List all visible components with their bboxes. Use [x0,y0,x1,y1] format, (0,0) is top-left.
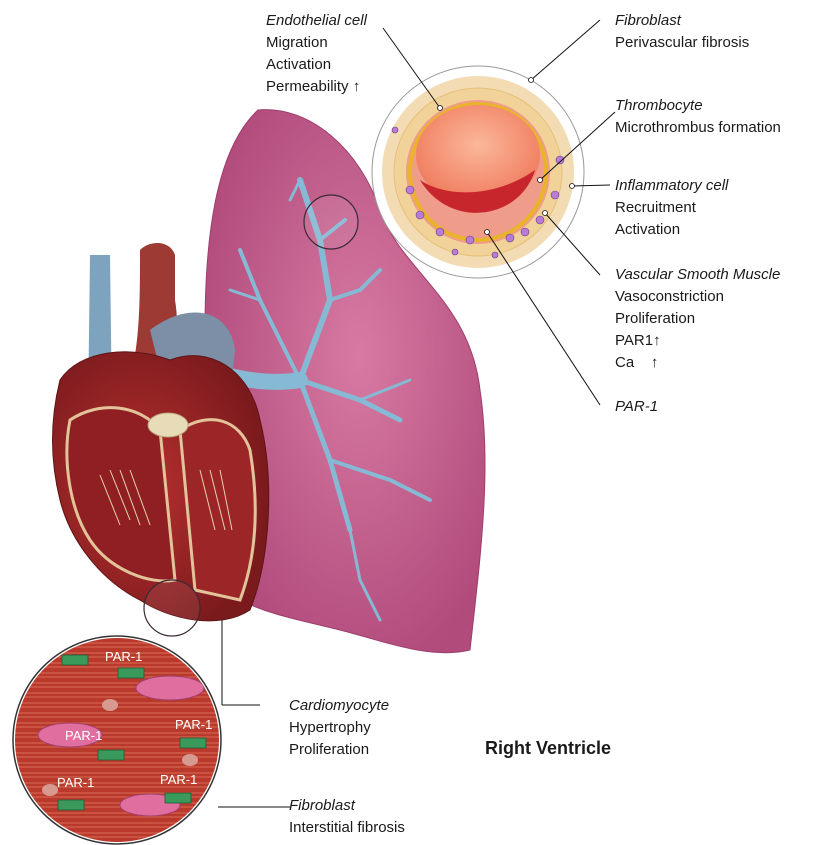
vsm-name: Vascular Smooth Muscle [615,264,780,286]
fibroblast-heart-label: Fibroblast Interstitial fibrosis [289,795,405,839]
inflammatory-cell-name: Inflammatory cell [615,175,728,197]
heart-zoom-marker [144,580,200,636]
thrombocyte-label: Thrombocyte Microthrombus formation [615,95,781,139]
receptor-label: PAR-1 [105,649,142,664]
vsm-effect: Proliferation [615,308,780,330]
right-ventricle-title: Right Ventricle [485,738,611,759]
endothelial-effect: Migration [266,32,367,54]
vsm-effect: Vasoconstriction [615,286,780,308]
fibroblast-effect: Perivascular fibrosis [615,32,749,54]
endothelial-cell-label: Endothelial cell Migration Activation Pe… [266,10,367,98]
endothelial-cell-name: Endothelial cell [266,10,367,32]
par1-label: PAR-1 [615,396,658,418]
receptor-label: PAR-1 [57,775,94,790]
valve [148,413,188,437]
inflammatory-effect: Activation [615,219,728,241]
cardiomyocyte-name: Cardiomyocyte [289,695,389,717]
inflammatory-effect: Recruitment [615,197,728,219]
up-arrow-icon: ↑ [651,354,659,371]
receptor-label: PAR-1 [65,728,102,743]
inflammatory-cell-label: Inflammatory cell Recruitment Activation [615,175,728,241]
thrombocyte-name: Thrombocyte [615,95,781,117]
fibroblast-name: Fibroblast [289,795,405,817]
endothelial-effect: Permeability ↑ [266,76,367,98]
cardiomyocyte-effect: Proliferation [289,739,389,761]
thrombocyte-effect: Microthrombus formation [615,117,781,139]
up-arrow-icon: ↑ [353,78,361,95]
fibroblast-effect: Interstitial fibrosis [289,817,405,839]
vascular-smooth-muscle-label: Vascular Smooth Muscle Vasoconstriction … [615,264,780,374]
fibroblast-name: Fibroblast [615,10,749,32]
vsm-effect: Ca ↑ [615,352,780,374]
receptor-label: PAR-1 [160,772,197,787]
fibroblast-vessel-label: Fibroblast Perivascular fibrosis [615,10,749,54]
cardiomyocyte-effect: Hypertrophy [289,717,389,739]
vsm-effect: PAR1↑ [615,330,780,352]
vessel-cross-section [372,66,584,278]
up-arrow-icon: ↑ [653,332,661,349]
endothelial-effect: Activation [266,54,367,76]
cardiomyocyte-label: Cardiomyocyte Hypertrophy Proliferation [289,695,389,761]
receptor-label: PAR-1 [175,717,212,732]
lung-zoom-marker [304,195,358,249]
